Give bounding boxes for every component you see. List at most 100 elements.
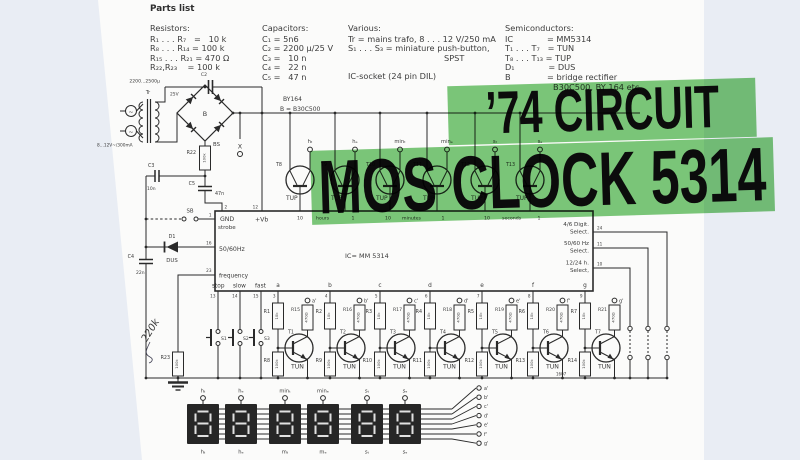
label-label: C3	[148, 163, 154, 169]
resistor-value: 470Ω	[508, 312, 513, 322]
pin-number: 3	[273, 294, 276, 299]
junction-dot	[259, 376, 263, 380]
driver-terminal-label: hₑ	[352, 139, 357, 145]
display-terminal-label: sₑ	[403, 389, 408, 395]
transistor-type-label: TUN	[545, 364, 559, 371]
label-5: R6	[519, 309, 525, 315]
ac-symbol: ~	[128, 109, 133, 116]
terminal	[181, 216, 187, 222]
terminal	[508, 297, 515, 304]
label-1: R9	[316, 358, 322, 364]
wire	[451, 415, 477, 425]
emitter-arrow	[607, 353, 614, 360]
segment-output-label: b'	[364, 299, 369, 305]
transformer-rating: 8...12V~/300mA	[97, 143, 133, 149]
terminal	[664, 354, 670, 361]
terminal	[258, 341, 264, 346]
junction-dot	[144, 245, 148, 249]
label-6: R7	[571, 309, 577, 315]
wire	[451, 424, 477, 430]
terminal	[406, 297, 413, 304]
resistor-R18	[453, 304, 466, 331]
terminal	[258, 329, 264, 334]
terminal	[282, 395, 288, 401]
segment-letter: e	[480, 283, 484, 289]
label-5: R13	[516, 358, 525, 364]
segment-letter: b	[328, 283, 332, 289]
pin-number: 11	[597, 242, 603, 247]
segment-output-label: d'	[464, 299, 469, 305]
junction-dot	[378, 111, 382, 115]
transistor-type-label: TUN	[392, 364, 406, 371]
ic-name: IC= MM 5314	[345, 252, 389, 260]
label-label: C4	[128, 254, 134, 260]
resistor-value: 470Ω	[356, 312, 361, 322]
junction-dot	[144, 217, 148, 221]
parts-line: R₂₂,R₂₃ = 100 k	[150, 62, 220, 73]
banner-line2: MOS CLOCK 5314	[317, 131, 768, 231]
wire	[302, 170, 311, 186]
pin-number: 13	[210, 294, 216, 299]
label-5: R20	[546, 307, 555, 313]
terminal	[364, 395, 370, 401]
junction-dot	[328, 376, 332, 380]
label-voltage: 25V	[170, 92, 179, 98]
junction-dot	[231, 111, 235, 115]
label-6: R14	[568, 358, 577, 364]
emitter-arrow	[300, 353, 307, 360]
terminal	[456, 297, 463, 304]
junction-dot	[378, 346, 382, 350]
terminal	[476, 440, 482, 446]
label-sub: BS	[213, 142, 221, 148]
pin-number: 9	[580, 294, 583, 299]
junction-dot	[328, 346, 332, 350]
resistor-value: 100k	[274, 358, 279, 368]
resistor-value: 470Ω	[559, 312, 564, 322]
pin-number: 24	[597, 226, 603, 231]
junction-dot	[408, 376, 411, 380]
x-terminal-label: X	[238, 143, 243, 151]
junction-dot	[561, 376, 564, 380]
terminal	[664, 325, 670, 332]
parts-heading: Resistors:	[150, 23, 190, 33]
label-label: strobe	[218, 225, 236, 231]
bridge-diode-bar	[190, 93, 197, 100]
wire	[155, 113, 178, 143]
wire	[204, 190, 223, 211]
junction-dot	[425, 111, 429, 115]
transistor-label: T7	[594, 330, 601, 336]
terminal	[476, 431, 482, 437]
label-4: R12	[465, 358, 474, 364]
label-1: R16	[343, 307, 352, 313]
junction-dot	[428, 376, 432, 380]
parts-line: SPST	[444, 52, 465, 63]
parts-heading: Capacitors:	[262, 23, 309, 33]
junction-dot	[260, 111, 264, 115]
transistor-type-label: TUN	[494, 364, 508, 371]
select-label: Select.	[570, 249, 589, 255]
parts-line: T₁ . . . T₇ = TUN	[505, 43, 575, 54]
bridge-diode-bar	[218, 98, 225, 105]
ic-top-row-label: 10	[297, 216, 303, 222]
ac-symbol: ~	[128, 129, 133, 136]
parts-line: R₁ . . . R₇ = 10 k	[150, 33, 227, 44]
wire	[138, 101, 144, 143]
parts-line: C₃ = 10 n	[262, 52, 307, 63]
transistor-label: T6	[542, 330, 549, 336]
pin-number: 10	[597, 262, 603, 267]
pin-number: 5	[375, 294, 378, 299]
segment-output-label: f'	[567, 299, 570, 305]
label-label: +Vb	[255, 217, 268, 224]
display-name-label: mₜ	[282, 450, 289, 456]
label-label: R22	[187, 150, 196, 156]
display-name-label: sₜ	[365, 450, 370, 456]
pin-number: 2	[225, 205, 228, 210]
terminal	[402, 395, 408, 401]
label-value: 47n	[215, 191, 224, 197]
display-output-label: g'	[484, 441, 488, 447]
diode-D1	[166, 241, 178, 253]
select-label: 4/6 Digit.	[563, 222, 589, 228]
label-0: R15	[291, 307, 300, 313]
junction-dot	[216, 376, 220, 380]
label-1: R2	[316, 309, 322, 315]
